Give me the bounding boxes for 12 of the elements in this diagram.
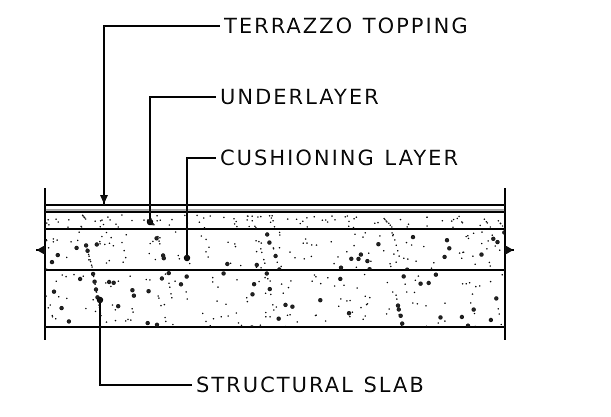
- leader-line: [146, 96, 216, 226]
- layer-label: TERRAZZO TOPPING: [224, 14, 470, 38]
- layer-label: CUSHIONING LAYER: [220, 146, 460, 170]
- underlayer-band: [45, 211, 505, 228]
- terrazzo-layer: [45, 204, 505, 212]
- layer-label: UNDERLAYER: [220, 85, 381, 109]
- structural-slab: [45, 269, 505, 328]
- layer-label: STRUCTURAL SLAB: [196, 373, 426, 397]
- leader-line: [96, 296, 192, 386]
- leader-line: [100, 25, 220, 204]
- cushioning-layer: [45, 228, 505, 270]
- leader-line: [184, 157, 216, 262]
